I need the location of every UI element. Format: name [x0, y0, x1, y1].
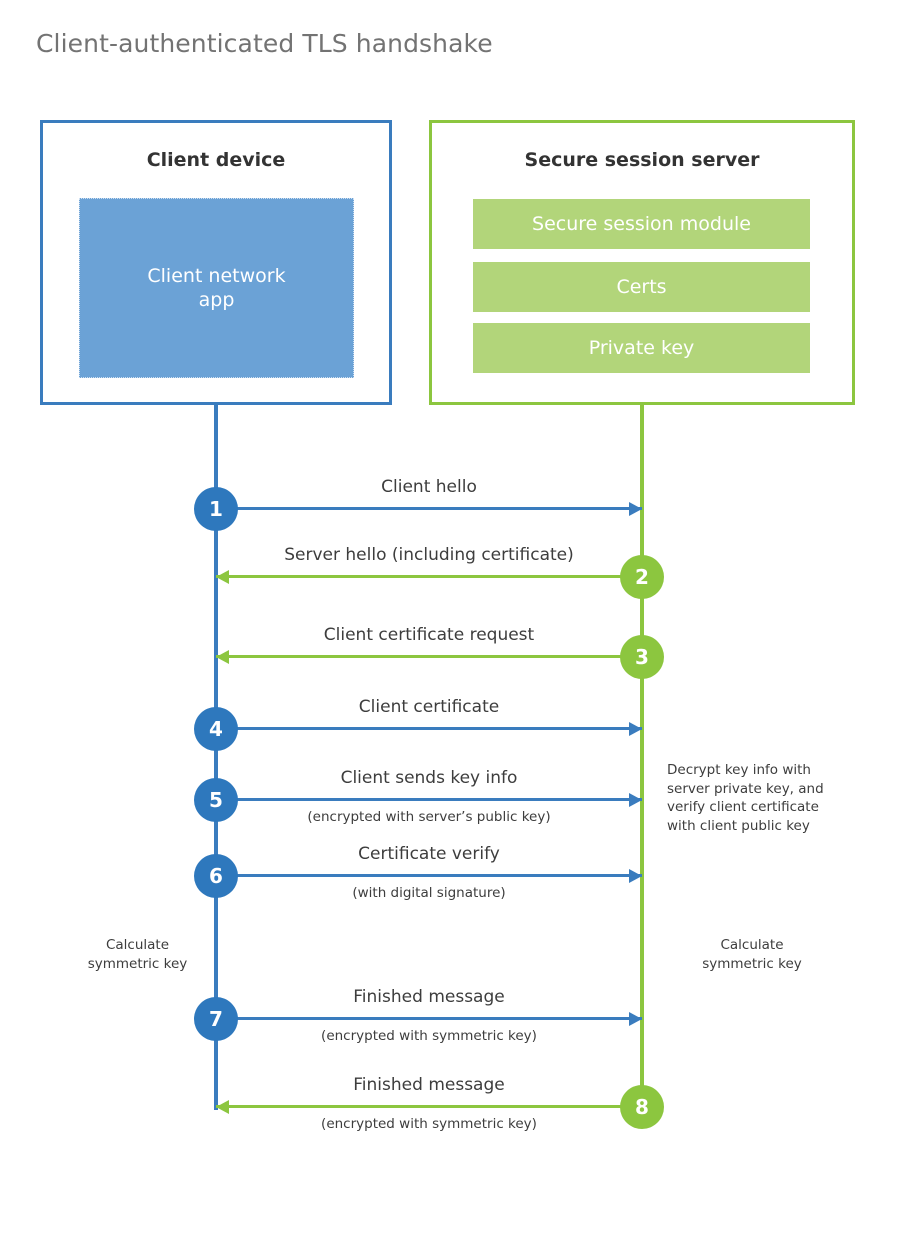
actor-box-secure-session-server: Secure session server Secure session mod…	[429, 120, 855, 405]
message-label-step-7: Finished message	[353, 987, 505, 1007]
server-bar-private-key: Private key	[473, 323, 810, 373]
message-label-step-8: Finished message	[353, 1075, 505, 1095]
message-line	[216, 655, 642, 658]
message-label-step-1: Client hello	[381, 477, 477, 497]
message-label-step-6: Certificate verify	[358, 844, 500, 864]
arrowhead-icon	[629, 868, 642, 883]
message-label-step-3: Client certificate request	[323, 625, 535, 645]
step-circle-3[interactable]: 3	[620, 635, 664, 679]
message-line	[216, 575, 642, 578]
message-line	[216, 798, 642, 801]
page-title: Client-authenticated TLS handshake	[36, 29, 493, 58]
step-circle-1[interactable]: 1	[194, 487, 238, 531]
step-circle-7[interactable]: 7	[194, 997, 238, 1041]
arrowhead-icon	[629, 792, 642, 807]
arrowhead-icon	[216, 1099, 229, 1114]
message-sublabel-step-5: (encrypted with server’s public key)	[307, 809, 551, 825]
server-bar-secure-session-module: Secure session module	[473, 199, 810, 249]
message-label-step-2: Server hello (including certificate)	[284, 545, 574, 565]
message-line	[216, 1105, 642, 1108]
note-server-decrypt-verify: Decrypt key info with server private key…	[667, 762, 824, 834]
step-circle-5[interactable]: 5	[194, 778, 238, 822]
arrowhead-icon	[629, 721, 642, 736]
message-line	[216, 874, 642, 877]
message-line	[216, 727, 642, 730]
message-sublabel-step-7: (encrypted with symmetric key)	[321, 1028, 537, 1044]
lifeline-client	[214, 405, 218, 1110]
actor-title-server: Secure session server	[524, 149, 760, 171]
message-sublabel-step-6: (with digital signature)	[352, 885, 506, 901]
message-label-step-4: Client certificate	[358, 697, 500, 717]
message-line	[216, 507, 642, 510]
message-line	[216, 1017, 642, 1020]
arrowhead-icon	[629, 501, 642, 516]
message-sublabel-step-8: (encrypted with symmetric key)	[321, 1116, 537, 1132]
lifeline-server	[640, 405, 644, 1105]
arrowhead-icon	[629, 1011, 642, 1026]
arrowhead-icon	[216, 569, 229, 584]
actor-title-client: Client device	[146, 149, 286, 171]
step-circle-8[interactable]: 8	[620, 1085, 664, 1129]
message-label-step-5: Client sends key info	[340, 768, 518, 788]
arrowhead-icon	[216, 649, 229, 664]
step-circle-6[interactable]: 6	[194, 854, 238, 898]
step-circle-2[interactable]: 2	[620, 555, 664, 599]
server-bar-certs: Certs	[473, 262, 810, 312]
step-circle-4[interactable]: 4	[194, 707, 238, 751]
